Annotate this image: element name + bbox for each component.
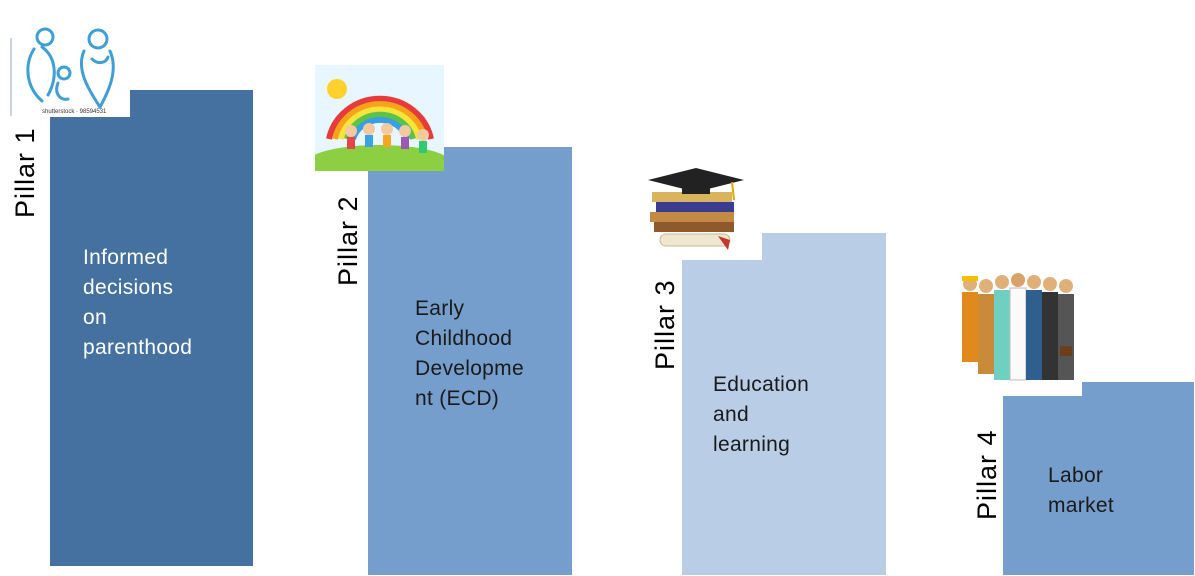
- graduation-image: [640, 160, 762, 260]
- pillar-4-text: Labor market: [1048, 464, 1114, 517]
- workers-image: [956, 268, 1082, 396]
- pillar-3-bar: [681, 232, 887, 576]
- pillar-2-label: Pillar 2: [333, 195, 363, 286]
- pillar-2-text: Early Childhood Developme nt (ECD): [415, 297, 524, 410]
- workers-group-icon: [962, 273, 1074, 381]
- pillar-1-bar: [49, 89, 254, 567]
- pillar-1-text: Informed decisions on parenthood: [83, 246, 193, 359]
- pillar-2-bar: [367, 146, 573, 576]
- children-rainbow-icon: [315, 65, 444, 171]
- pillar-3-text: Education and learning: [713, 373, 810, 456]
- parents-child-image: shutterstock · 98594531: [12, 13, 130, 117]
- pillar-1-label: Pillar 1: [10, 127, 40, 218]
- graduation-cap-books-icon: [648, 168, 744, 250]
- children-rainbow-image: [315, 65, 444, 171]
- pillar-4-bar: [1002, 381, 1195, 576]
- pillar-4-label: Pillar 4: [972, 429, 1002, 520]
- image-caption: shutterstock · 98594531: [42, 109, 107, 115]
- parents-child-icon: [26, 27, 115, 109]
- pillar-3-label: Pillar 3: [650, 279, 680, 370]
